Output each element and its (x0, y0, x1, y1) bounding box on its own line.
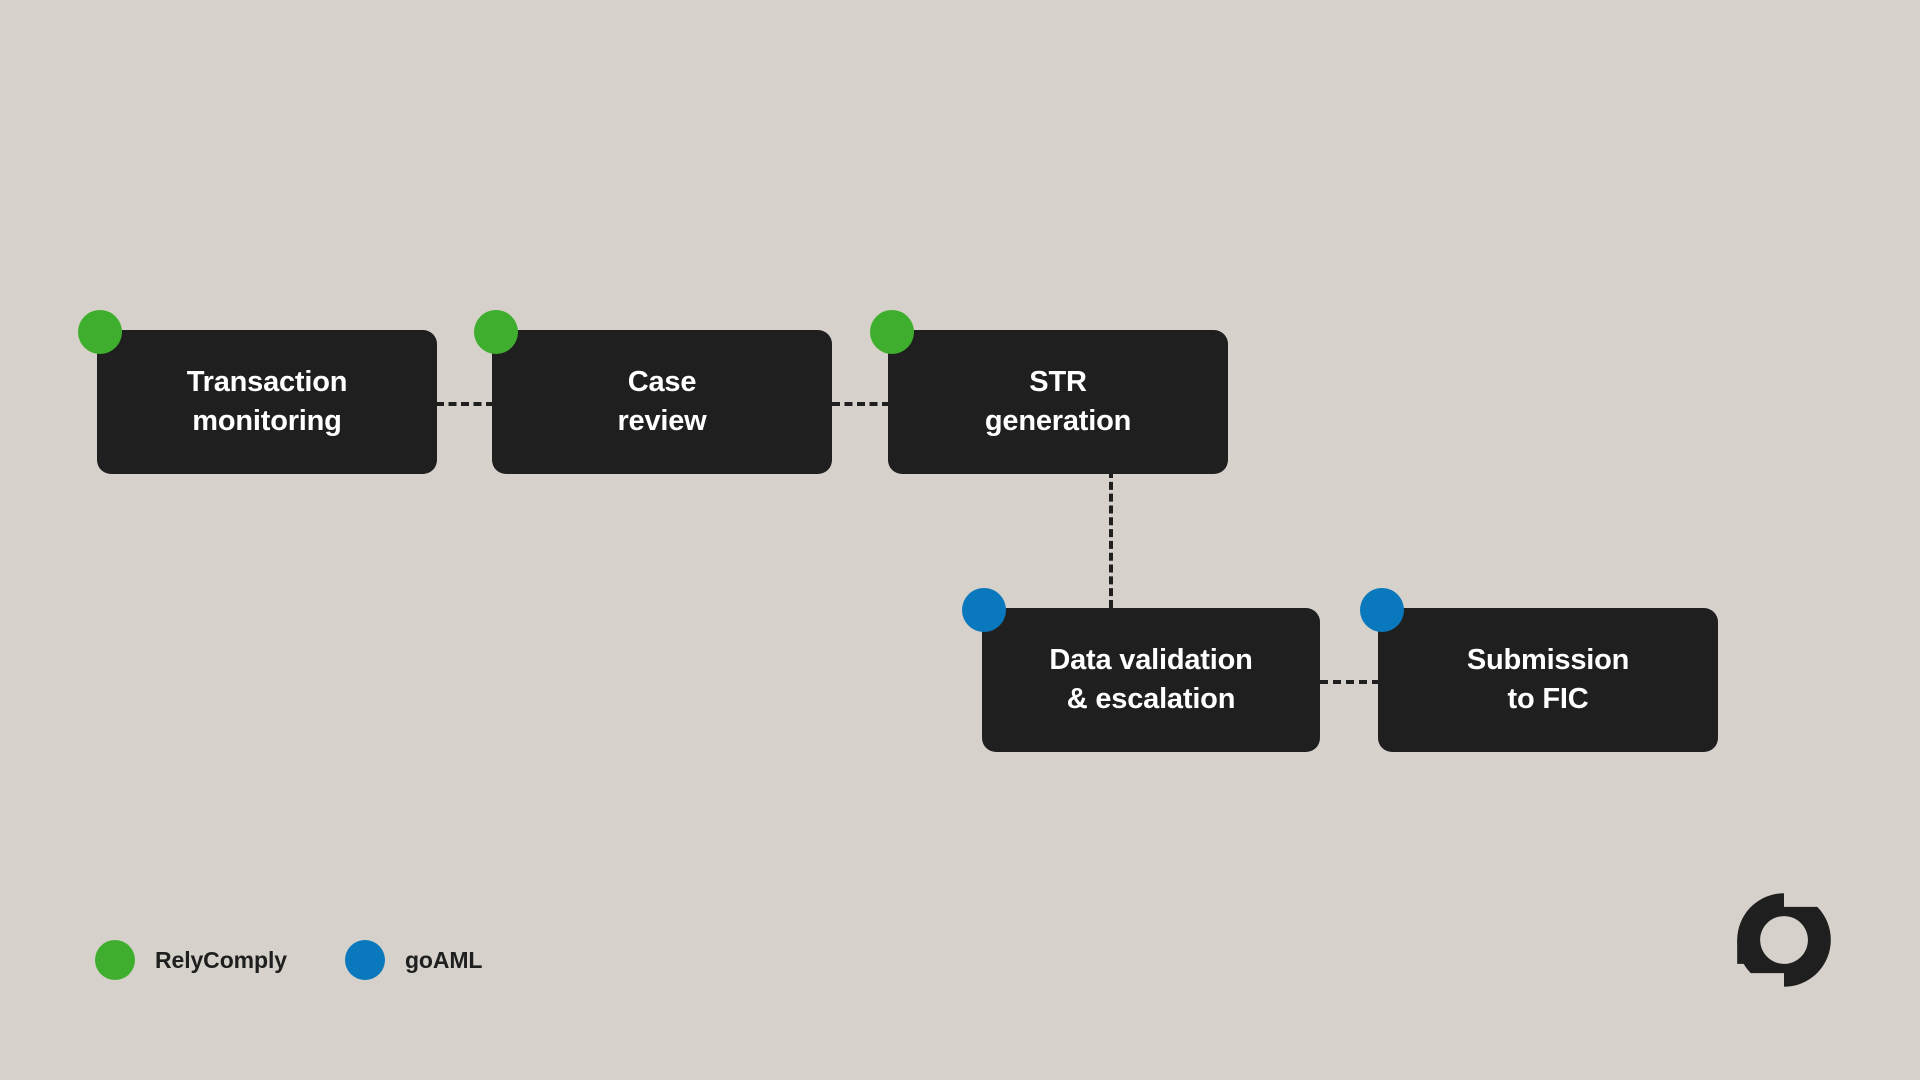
legend-item-relycomply: RelyComply (95, 940, 287, 980)
status-dot-relycomply-transaction-monitoring (78, 310, 122, 354)
legend-swatch-blue-icon (344, 940, 385, 980)
node-label-str-generation: STR generation (984, 366, 1132, 437)
node-label-case-review: Case review (617, 366, 707, 437)
relycomply-logo-icon (1737, 893, 1831, 987)
status-dot-relycomply-str-generation (870, 310, 914, 354)
connector-transaction-monitoring-to-case-review (436, 402, 494, 406)
node-label-data-validation-escalation: Data validation & escalation (1049, 644, 1253, 715)
status-dot-goaml-data-validation-escalation (962, 588, 1006, 632)
status-dot-goaml-submission-to-fic (1360, 588, 1404, 632)
status-dot-relycomply-case-review (474, 310, 518, 354)
connector-case-review-to-str-generation (832, 402, 890, 406)
legend: RelyComply goAML (95, 940, 482, 980)
node-transaction-monitoring[interactable]: Transaction monitoring (97, 330, 437, 474)
node-data-validation-escalation[interactable]: Data validation & escalation (982, 608, 1320, 752)
connector-str-generation-to-data-validation (1109, 470, 1113, 608)
node-case-review[interactable]: Case review (492, 330, 832, 474)
legend-label-goaml: goAML (404, 946, 483, 973)
legend-swatch-green-icon (95, 940, 135, 980)
node-label-transaction-monitoring: Transaction monitoring (186, 366, 348, 437)
legend-label-relycomply: RelyComply (155, 946, 287, 973)
connector-data-validation-to-submission-to-fic (1320, 680, 1380, 684)
legend-item-goaml: goAML (344, 940, 483, 980)
node-submission-to-fic[interactable]: Submission to FIC (1378, 608, 1718, 752)
node-label-submission-to-fic: Submission to FIC (1466, 644, 1630, 715)
node-str-generation[interactable]: STR generation (888, 330, 1228, 474)
